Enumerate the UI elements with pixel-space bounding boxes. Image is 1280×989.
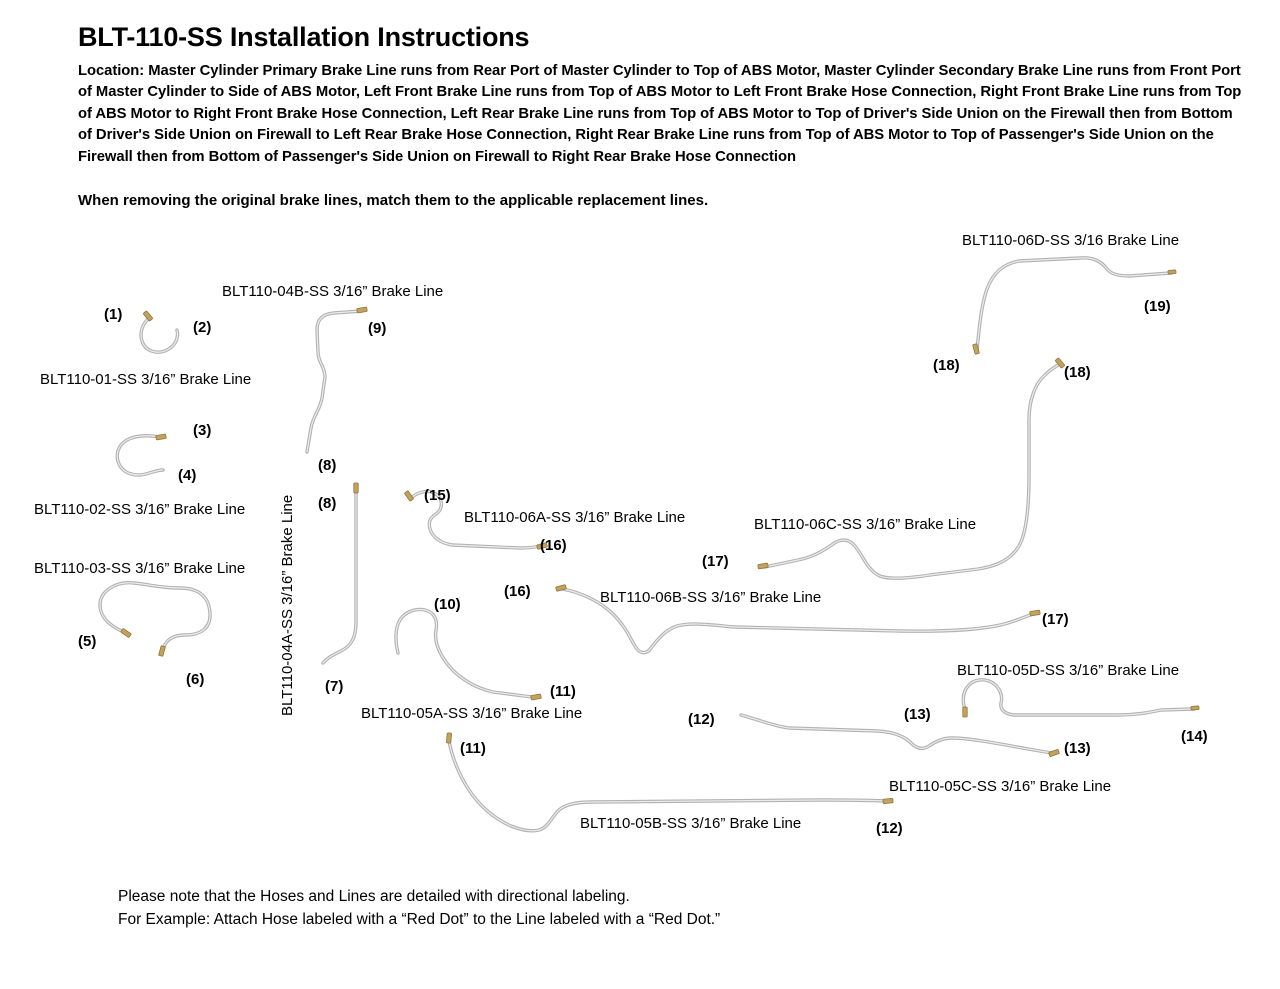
callout-15: (15) <box>424 487 451 504</box>
callout-17-right: (17) <box>1042 611 1069 628</box>
callout-17-left: (17) <box>702 553 729 570</box>
part-label-blt110-06d: BLT110-06D-SS 3/16 Brake Line <box>962 232 1180 249</box>
callout-3: (3) <box>193 422 212 439</box>
page-title: BLT-110-SS Installation Instructions <box>78 22 530 52</box>
callout-18-left: (18) <box>933 357 960 374</box>
part-label-blt110-01: BLT110-01-SS 3/16” Brake Line <box>40 371 252 388</box>
callout-9: (9) <box>368 320 387 337</box>
callout-19: (19) <box>1144 298 1171 315</box>
callout-16-top: (16) <box>540 537 567 554</box>
callout-16-bottom: (16) <box>504 583 531 600</box>
brass-fittings <box>120 269 1200 804</box>
callout-11-top: (11) <box>550 683 576 700</box>
callout-12-left: (12) <box>688 711 715 728</box>
part-label-blt110-06c: BLT110-06C-SS 3/16” Brake Line <box>754 516 977 533</box>
callout-18-right: (18) <box>1064 364 1091 381</box>
callout-4: (4) <box>178 467 197 484</box>
callout-12-bottom: (12) <box>876 820 903 837</box>
part-label-blt110-05c: BLT110-05C-SS 3/16” Brake Line <box>889 778 1112 795</box>
callout-7: (7) <box>325 678 344 695</box>
part-label-blt110-05d: BLT110-05D-SS 3/16” Brake Line <box>957 662 1180 679</box>
callout-2: (2) <box>193 319 212 336</box>
callout-8-top: (8) <box>318 457 337 474</box>
removal-note: When removing the original brake lines, … <box>78 192 709 209</box>
footer-note-directional-labeling: Please note that the Hoses and Lines are… <box>118 888 630 905</box>
part-label-blt110-02: BLT110-02-SS 3/16” Brake Line <box>34 501 246 518</box>
brake-line-tubes <box>98 256 1196 833</box>
footer-note-red-dot-example: For Example: Attach Hose labeled with a … <box>118 911 721 928</box>
part-label-blt110-05a: BLT110-05A-SS 3/16” Brake Line <box>361 705 583 722</box>
part-label-blt110-04a: BLT110-04A-SS 3/16” Brake Line <box>279 494 296 716</box>
callout-5: (5) <box>78 633 97 650</box>
callout-6: (6) <box>186 671 205 688</box>
part-label-blt110-04b: BLT110-04B-SS 3/16” Brake Line <box>222 283 444 300</box>
callout-8-bottom: (8) <box>318 495 337 512</box>
callout-14: (14) <box>1181 728 1208 745</box>
part-label-blt110-05b: BLT110-05B-SS 3/16” Brake Line <box>580 815 802 832</box>
callout-13-left: (13) <box>904 706 931 723</box>
location-paragraph: Location: Master Cylinder Primary Brake … <box>78 63 1242 165</box>
callout-10: (10) <box>434 596 461 613</box>
part-label-blt110-06b: BLT110-06B-SS 3/16” Brake Line <box>600 589 822 606</box>
part-label-blt110-06a: BLT110-06A-SS 3/16” Brake Line <box>464 509 686 526</box>
callout-13-right: (13) <box>1064 740 1091 757</box>
callout-11-bottom: (11) <box>460 740 486 757</box>
callout-1: (1) <box>104 306 123 323</box>
part-label-blt110-03: BLT110-03-SS 3/16” Brake Line <box>34 560 246 577</box>
